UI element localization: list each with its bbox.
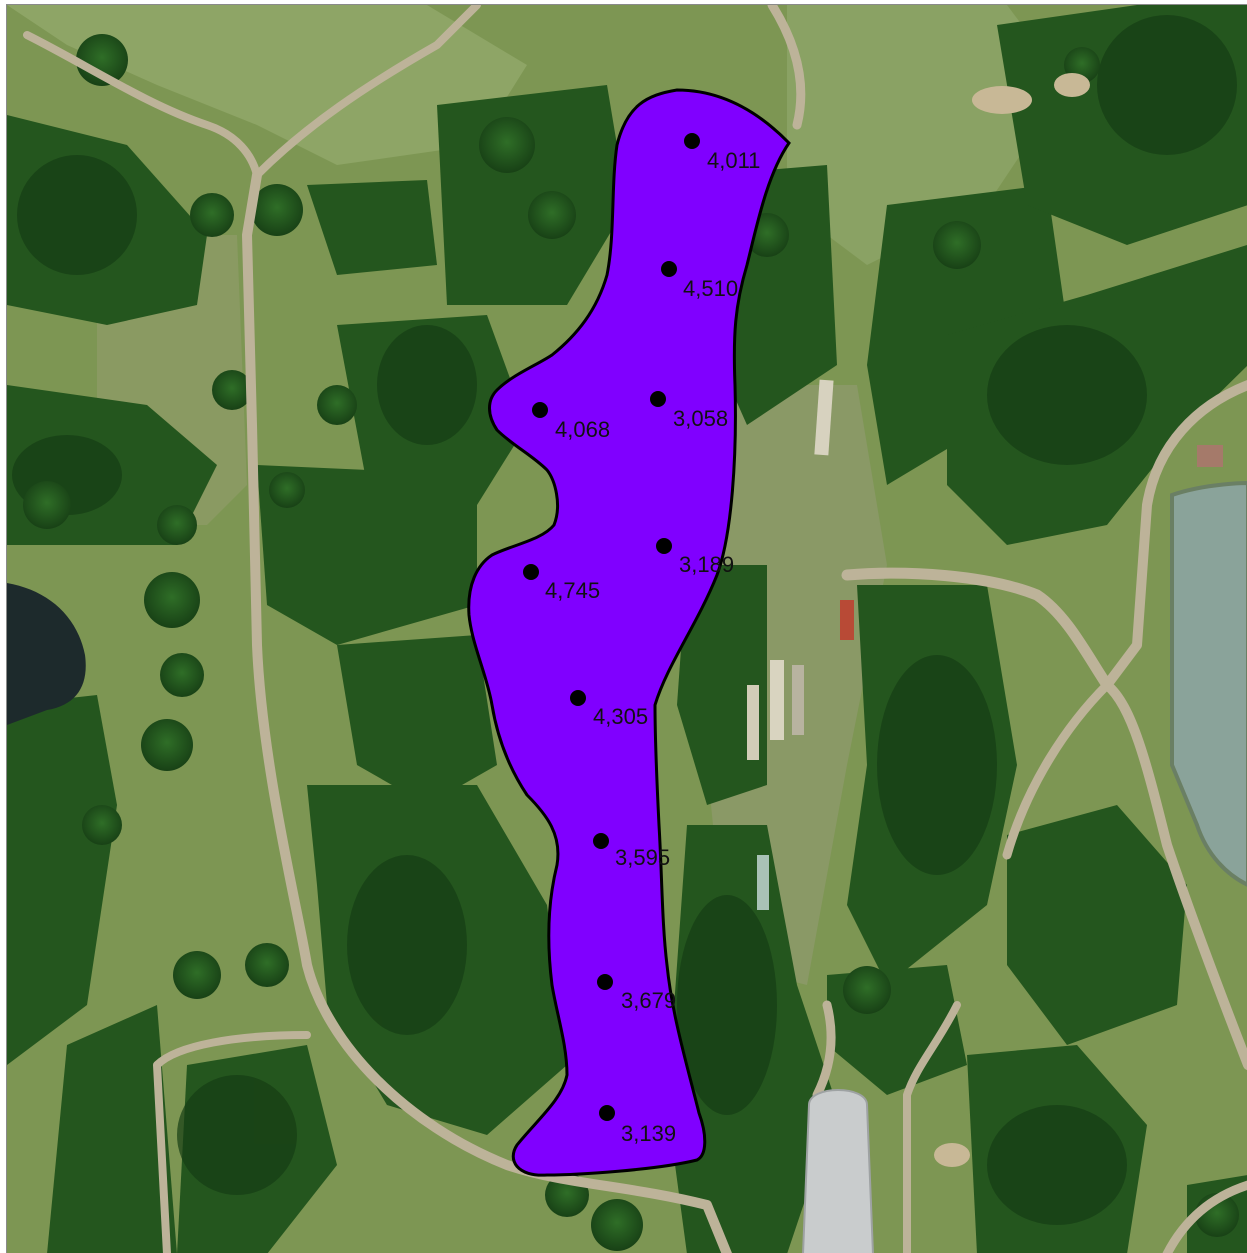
basin xyxy=(1172,483,1247,885)
sample-point[interactable]: 4,305 xyxy=(570,690,648,729)
buildings xyxy=(747,379,1223,1253)
sample-point-marker[interactable] xyxy=(532,402,548,418)
sample-point[interactable]: 3,058 xyxy=(650,391,728,431)
sample-point-label: 3,058 xyxy=(673,406,728,431)
sample-point[interactable]: 4,011 xyxy=(684,133,760,173)
sample-point[interactable]: 3,595 xyxy=(593,833,670,870)
sample-point-marker[interactable] xyxy=(650,391,666,407)
satellite-map: 4,011 4,510 4,068 3,058 3,189 4,745 xyxy=(7,5,1247,1253)
map-view[interactable]: 4,011 4,510 4,068 3,058 3,189 4,745 xyxy=(6,4,1247,1253)
sample-point-marker[interactable] xyxy=(597,974,613,990)
sample-points-layer: 4,011 4,510 4,068 3,058 3,189 4,745 xyxy=(523,133,760,1146)
sample-point-marker[interactable] xyxy=(570,690,586,706)
basin-edge xyxy=(1170,481,1247,887)
sample-point-label: 4,510 xyxy=(683,276,738,301)
sample-point-marker[interactable] xyxy=(593,833,609,849)
tree-clumps xyxy=(23,34,1239,1251)
pond xyxy=(7,583,86,725)
meadow-patch xyxy=(787,5,1067,265)
sample-point-marker[interactable] xyxy=(661,261,677,277)
bare-soil xyxy=(934,73,1090,1167)
sample-point[interactable]: 4,068 xyxy=(532,402,610,442)
sample-point-marker[interactable] xyxy=(523,564,539,580)
sample-point-label: 4,745 xyxy=(545,578,600,603)
sample-point-label: 3,139 xyxy=(621,1121,676,1146)
sample-point-marker[interactable] xyxy=(656,538,672,554)
meadow-patch xyxy=(7,5,527,165)
sample-point-marker[interactable] xyxy=(684,133,700,149)
sample-point-label: 3,679 xyxy=(621,988,676,1013)
sample-point[interactable]: 3,189 xyxy=(656,538,734,577)
sample-point-label: 3,189 xyxy=(679,552,734,577)
sample-point-label: 4,305 xyxy=(593,704,648,729)
sample-point[interactable]: 3,679 xyxy=(597,974,676,1013)
sample-point-label: 4,068 xyxy=(555,417,610,442)
dirt-paths xyxy=(23,5,1247,1253)
sample-point-label: 3,595 xyxy=(615,845,670,870)
sample-point-marker[interactable] xyxy=(599,1105,615,1121)
sample-point[interactable]: 4,510 xyxy=(661,261,738,301)
sample-point-label: 4,011 xyxy=(707,148,760,173)
sample-point[interactable]: 4,745 xyxy=(523,564,600,603)
sample-point[interactable]: 3,139 xyxy=(599,1105,676,1146)
field-boundary-polygon[interactable] xyxy=(467,88,791,1177)
